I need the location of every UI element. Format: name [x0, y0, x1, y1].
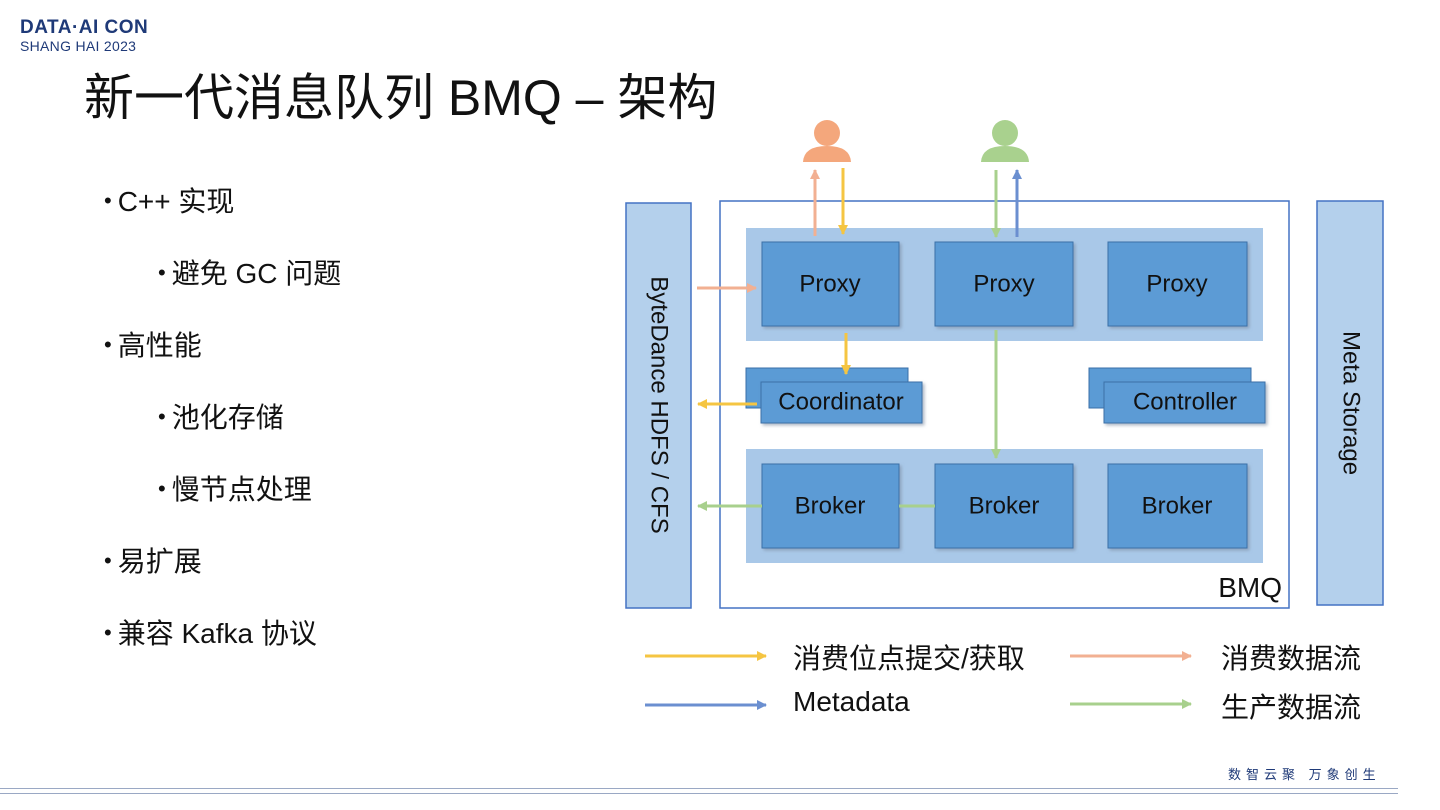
- hdfs-storage-label: ByteDance HDFS / CFS: [646, 276, 673, 533]
- legend-offset-label: 消费位点提交/获取: [793, 643, 1025, 674]
- bullet-text: C++ 实现: [117, 186, 235, 217]
- proxy-box: [1107, 241, 1248, 327]
- legend-consume-label: 消费数据流: [1221, 643, 1362, 674]
- proxy-box: [761, 241, 900, 327]
- bullet-text: 慢节点处理: [171, 474, 312, 505]
- footer-divider: [0, 788, 1398, 789]
- coordinator-label: Coordinator: [778, 388, 903, 415]
- bullet-text: 高性能: [117, 330, 202, 361]
- meta-storage-box: [1316, 200, 1384, 606]
- bullet-text: 易扩展: [117, 546, 202, 577]
- bullet-item: •池化存储: [158, 402, 284, 433]
- footer-slogan: 数智云聚 万象创生: [1228, 767, 1381, 782]
- broker-box: [934, 463, 1074, 549]
- bullet-item: •避免 GC 问题: [158, 258, 342, 289]
- bmq-label: BMQ: [1218, 572, 1282, 603]
- slide-title: 新一代消息队列 BMQ – 架构: [84, 70, 718, 126]
- hdfs-storage-box: [625, 202, 692, 609]
- bullet-text: 避免 GC 问题: [171, 258, 342, 289]
- bullet-item: •C++ 实现: [104, 186, 235, 217]
- controller-box: [1103, 381, 1266, 424]
- broker-label: Broker: [1142, 492, 1213, 519]
- producer-user-icon: [981, 120, 1029, 162]
- broker-label: Broker: [795, 492, 866, 519]
- conference-logo: DATA·AI CON SHANG HAI 2023: [20, 18, 148, 53]
- proxy-box: [934, 241, 1074, 327]
- logo-line-2: SHANG HAI 2023: [20, 38, 137, 54]
- bullet-item: •兼容 Kafka 协议: [104, 618, 317, 649]
- legend-produce-label: 生产数据流: [1221, 692, 1362, 723]
- consumer-user-icon: [803, 120, 851, 162]
- bullet-text: 兼容 Kafka 协议: [117, 618, 317, 649]
- bullet-item: •慢节点处理: [158, 474, 312, 505]
- proxy-label: Proxy: [973, 270, 1034, 297]
- controller-label: Controller: [1133, 388, 1237, 415]
- meta-storage-label: Meta Storage: [1338, 331, 1365, 475]
- bullet-item: •易扩展: [104, 546, 202, 577]
- coordinator-box: [760, 381, 923, 424]
- footer-divider: [0, 793, 1398, 794]
- legend-metadata-label: Metadata: [793, 686, 910, 717]
- broker-box: [1107, 463, 1248, 549]
- logo-line-1: DATA·AI CON: [20, 17, 149, 38]
- bullet-text: 池化存储: [171, 402, 284, 433]
- broker-box: [761, 463, 900, 549]
- bullet-item: •高性能: [104, 330, 202, 361]
- proxy-label: Proxy: [799, 270, 860, 297]
- broker-label: Broker: [969, 492, 1040, 519]
- proxy-label: Proxy: [1146, 270, 1207, 297]
